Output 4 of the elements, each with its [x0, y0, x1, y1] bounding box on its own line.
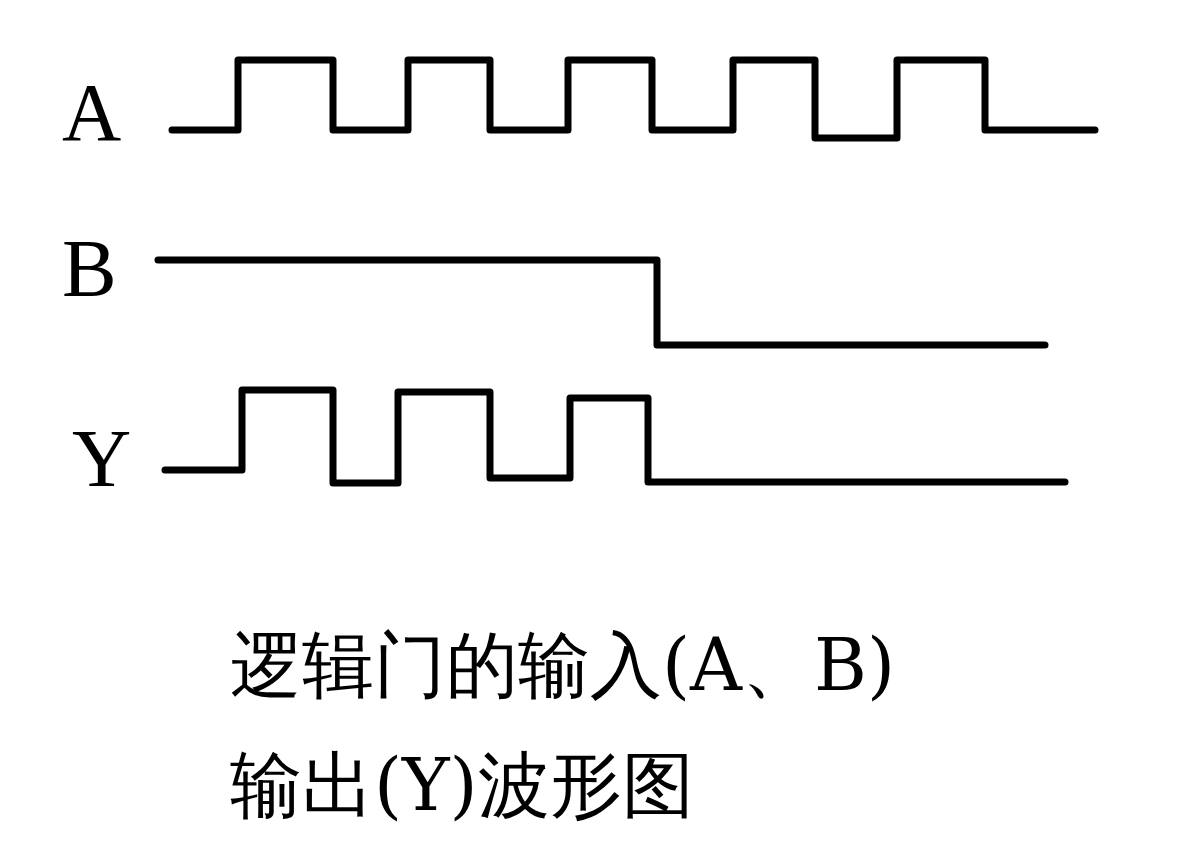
signal-label: Y	[72, 418, 132, 500]
signal-label: B	[62, 228, 117, 310]
signal-label: A	[62, 72, 122, 154]
caption: 逻辑门的输入(A、B)输出(Y)波形图	[230, 622, 897, 829]
